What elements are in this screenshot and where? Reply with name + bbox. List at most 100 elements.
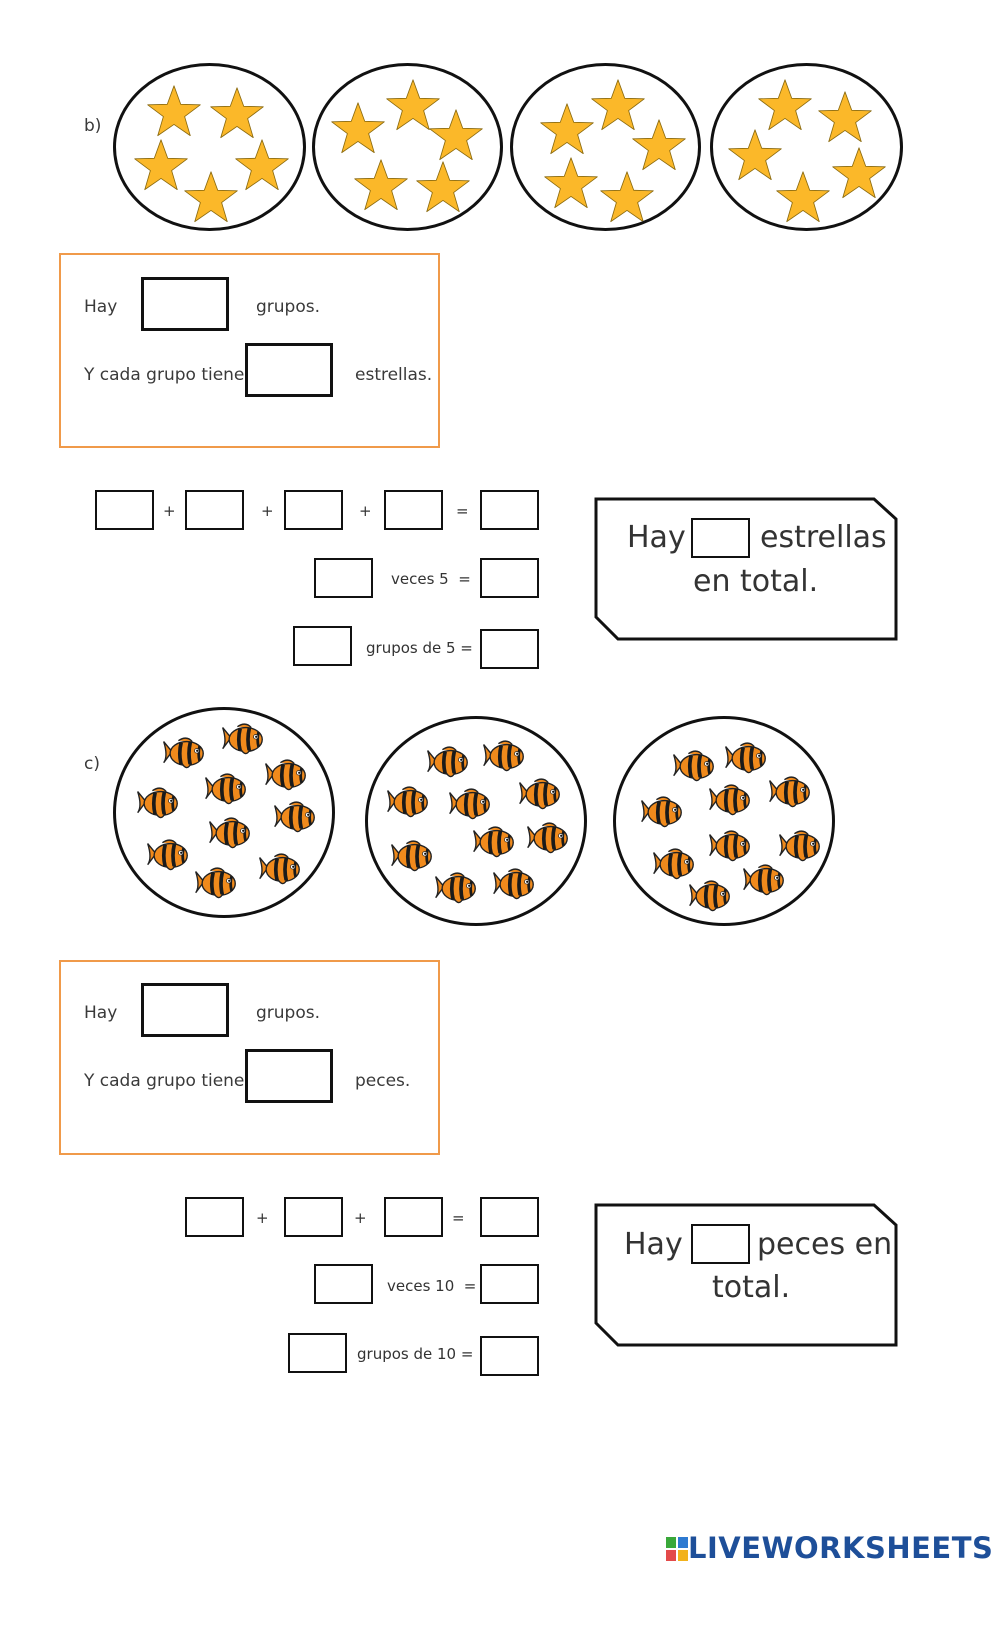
each-group-text: Y cada grupo tiene [84,365,245,385]
clownfish-icon [686,877,732,917]
clownfish-icon [706,781,752,821]
total-hay-text: Hay [627,520,686,555]
fish-group-3 [613,716,835,926]
equals-sign: = [452,1209,465,1227]
clownfish-icon [192,864,238,904]
star-icon [209,86,265,140]
total-input[interactable] [691,518,750,558]
times-factor-input[interactable] [314,558,373,598]
star-icon [543,156,599,210]
groups-summary-box-b [59,253,440,448]
total-card-c [594,1203,898,1347]
clownfish-icon [160,734,206,774]
star-icon [330,101,386,155]
clownfish-icon [470,823,516,863]
groups-text: grupos. [256,1003,321,1023]
clownfish-icon [446,785,492,825]
groups-of-text: grupos de 10 = [357,1345,474,1363]
groups-of-result-input[interactable] [480,629,539,669]
groups-of-result-input[interactable] [480,1336,539,1376]
groups-text: grupos. [256,297,321,317]
times-factor-input[interactable] [314,1264,373,1304]
items-text: estrellas. [355,365,433,385]
fish-group-1 [113,707,335,918]
star-icon [631,118,687,172]
star-icon [353,158,409,212]
plus-sign: + [256,1209,269,1227]
star-group-4 [710,63,903,231]
groups-of-factor-input[interactable] [293,626,352,666]
clownfish-icon [480,737,526,777]
clownfish-icon [722,739,768,779]
total-after-text: estrellas [760,520,887,555]
star-group-3 [510,63,701,231]
liveworksheets-logo-icon [666,1537,688,1561]
times-result-input[interactable] [480,558,539,598]
items-per-group-input[interactable] [245,343,333,397]
clownfish-icon [256,850,302,890]
plus-sign: + [261,502,274,520]
total-after-text: peces en [757,1227,893,1262]
total-input[interactable] [691,1224,750,1264]
star-icon [183,170,239,224]
clownfish-icon [206,814,252,854]
clownfish-icon [262,756,308,796]
section-c-label: c) [84,754,100,774]
clownfish-icon [638,793,684,833]
addend-input-1[interactable] [95,490,154,530]
clownfish-icon [219,720,265,760]
sum-input[interactable] [480,490,539,530]
groups-summary-box-c [59,960,440,1155]
star-icon [757,78,813,132]
addend-input-2[interactable] [284,1197,343,1237]
clownfish-icon [134,784,180,824]
items-per-group-input[interactable] [245,1049,333,1103]
hay-text: Hay [84,1003,118,1023]
total-card-b [594,497,898,641]
total-hay-text: Hay [624,1227,683,1262]
star-group-1 [113,63,306,231]
sum-input[interactable] [480,1197,539,1237]
clownfish-icon [766,773,812,813]
section-b-label: b) [84,116,102,136]
star-icon [133,138,189,192]
star-icon [539,102,595,156]
total-line2-text: en total. [693,564,819,599]
star-group-2 [312,63,503,231]
clownfish-icon [271,798,317,838]
hay-text: Hay [84,297,118,317]
equals-sign: = [456,502,469,520]
plus-sign: + [359,502,372,520]
groups-of-factor-input[interactable] [288,1333,347,1373]
star-icon [817,90,873,144]
groups-count-input[interactable] [141,983,229,1037]
times-text: veces 10 = [387,1277,477,1295]
clownfish-icon [388,837,434,877]
clownfish-icon [524,819,570,859]
star-icon [234,138,290,192]
clownfish-icon [490,865,536,905]
clownfish-icon [432,869,478,909]
addend-input-4[interactable] [384,490,443,530]
star-icon [415,160,471,214]
each-group-text: Y cada grupo tiene [84,1071,245,1091]
plus-sign: + [354,1209,367,1227]
star-icon [599,170,655,224]
clownfish-icon [740,861,786,901]
times-result-input[interactable] [480,1264,539,1304]
groups-count-input[interactable] [141,277,229,331]
total-line2-text: total. [712,1270,791,1305]
clownfish-icon [424,743,470,783]
star-icon [831,146,887,200]
star-icon [146,84,202,138]
addend-input-1[interactable] [185,1197,244,1237]
addend-input-2[interactable] [185,490,244,530]
clownfish-icon [144,836,190,876]
addend-input-3[interactable] [284,490,343,530]
clownfish-icon [202,770,248,810]
star-icon [428,108,484,162]
fish-group-2 [365,716,587,926]
addend-input-3[interactable] [384,1197,443,1237]
star-icon [775,170,831,224]
plus-sign: + [163,502,176,520]
